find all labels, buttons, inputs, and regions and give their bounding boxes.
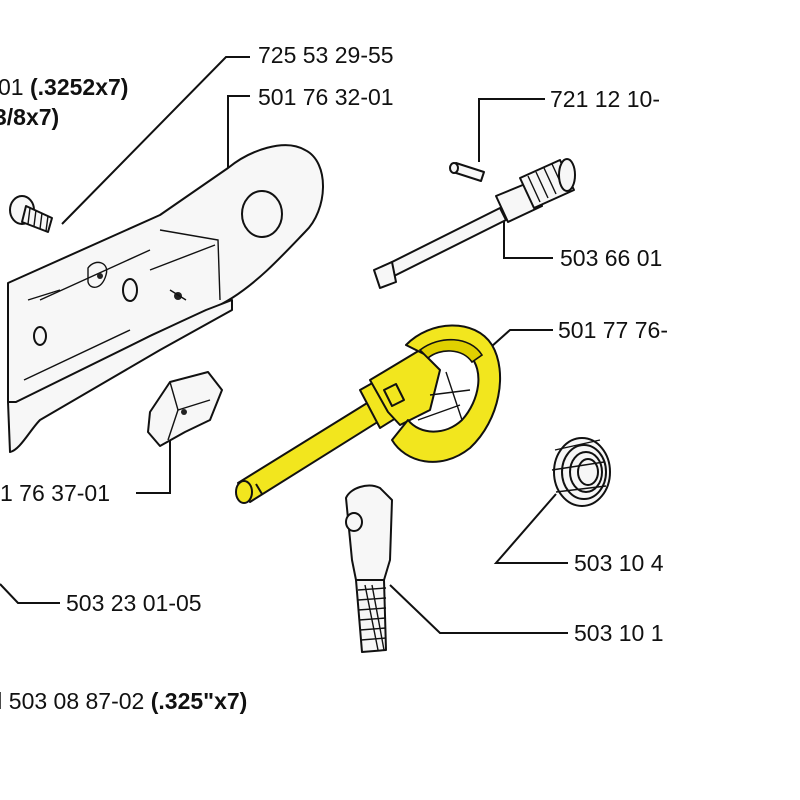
label-3252x7: 01 (.3252x7) — [0, 74, 128, 100]
label-503-08-87-02-lead: l — [0, 688, 2, 714]
label-721-12-10: 721 12 10- — [550, 86, 660, 112]
leader-721-12-10 — [478, 98, 545, 162]
label-503-66-01: 503 66 01 — [560, 245, 663, 271]
label-501-76-32-01: 501 76 32-01 — [258, 84, 394, 110]
leader-lines — [0, 56, 568, 634]
highlighted-drive-part — [235, 324, 502, 504]
leader-725-53-29-55 — [61, 56, 250, 225]
clip-part — [147, 371, 223, 447]
leader-503-66-01 — [503, 218, 553, 259]
label-501-77-76-clip: 501 77 76- — [558, 316, 692, 344]
guide-plate-part — [7, 144, 324, 453]
label-503-10-1: 503 10 1 — [574, 620, 664, 646]
label-3-8x7: 3/8x7) — [0, 104, 59, 130]
bolt-part — [9, 195, 53, 233]
label-725-53-29-55: 725 53 29-55 — [258, 42, 394, 68]
label-3-8x7-bold: 3/8x7) — [0, 104, 60, 130]
label-503-08-87-02-bold: (.325"x7) — [150, 688, 248, 714]
leader-501-76-37-01 — [136, 440, 171, 494]
pinion-part — [345, 484, 393, 653]
label-3252x7-prefix: 01 — [0, 74, 30, 100]
label-721-12-10-clip: 721 12 10- — [550, 85, 692, 113]
label-503-23-01-05: 503 23 01-05 — [66, 590, 202, 616]
leader-503-10-1 — [389, 584, 568, 634]
spring-part — [551, 437, 611, 507]
label-503-10-4-clip: 503 10 4 — [574, 549, 692, 577]
label-503-10-4: 503 10 4 — [574, 550, 664, 576]
leader-503-10-4 — [493, 493, 568, 564]
label-503-08-87-02: l 503 08 87-02 (.325"x7) — [0, 688, 247, 714]
label-503-10-1-clip: 503 10 1 — [574, 619, 692, 647]
label-501-76-37-01: 1 76 37-01 — [0, 480, 110, 506]
pump-shaft-part — [373, 158, 576, 289]
leader-503-23-01-05 — [0, 583, 60, 604]
label-503-66-01-clip: 503 66 01 — [560, 244, 692, 272]
label-501-77-76: 501 77 76- — [558, 317, 668, 343]
leader-501-76-32-01 — [227, 95, 250, 178]
label-3252x7-bold: (.3252x7) — [29, 74, 129, 100]
label-503-08-87-02-prefix: l 503 08 87-02 — [0, 688, 151, 714]
label-503-08-87-02-number: 503 08 87-02 — [2, 688, 151, 714]
